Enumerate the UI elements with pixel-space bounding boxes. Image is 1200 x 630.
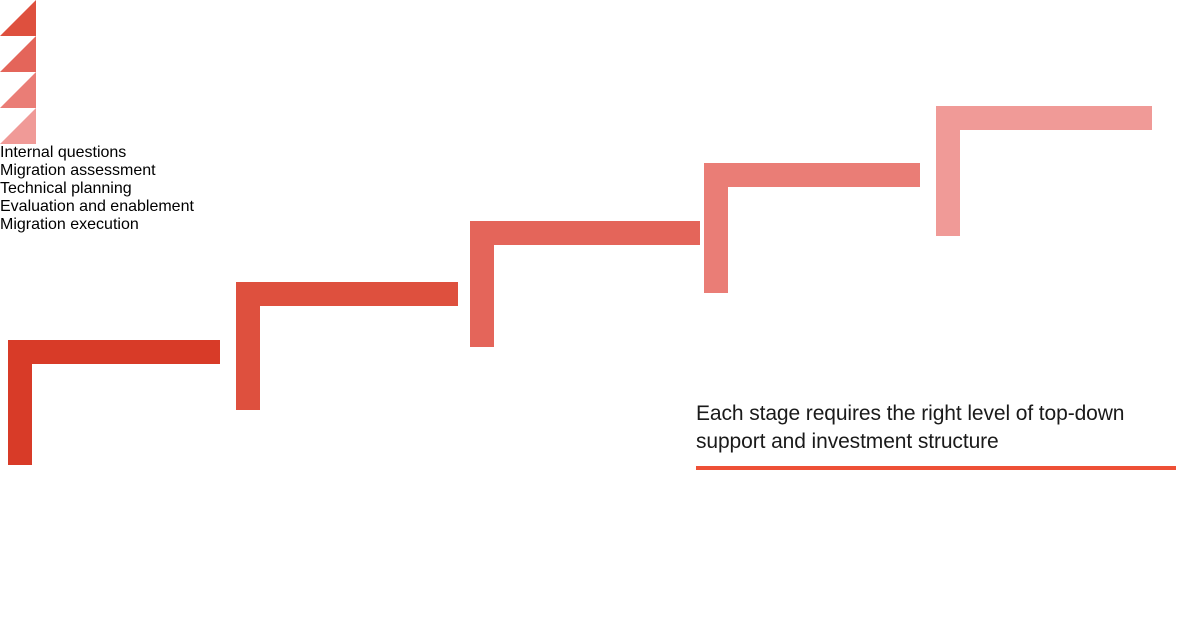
caption-block: Each stage requires the right level of t…: [696, 400, 1176, 470]
caption-text: Each stage requires the right level of t…: [696, 402, 1125, 453]
process-step-1[interactable]: [8, 340, 220, 465]
step-3-horizontal-bar: [470, 221, 700, 245]
step-connector-triangle-1: [0, 0, 36, 36]
process-step-2[interactable]: [236, 282, 458, 410]
step-3-label: Technical planning: [0, 180, 132, 197]
process-step-4[interactable]: [704, 163, 920, 293]
step-4-horizontal-bar: [704, 163, 920, 187]
process-step-5[interactable]: [936, 106, 1152, 236]
step-connector-triangle-2: [0, 36, 36, 72]
step-4-label: Evaluation and enablement: [0, 198, 194, 215]
step-connector-triangle-3: [0, 72, 36, 108]
step-5-horizontal-bar: [936, 106, 1152, 130]
step-2-label: Migration assessment: [0, 162, 156, 179]
caption-underline-rule: [696, 466, 1176, 470]
step-2-horizontal-bar: [236, 282, 458, 306]
step-connector-triangle-4: [0, 108, 36, 144]
step-5-label: Migration execution: [0, 216, 139, 233]
step-1-horizontal-bar: [8, 340, 220, 364]
process-step-3[interactable]: [470, 221, 700, 347]
step-1-label: Internal questions: [0, 144, 127, 161]
